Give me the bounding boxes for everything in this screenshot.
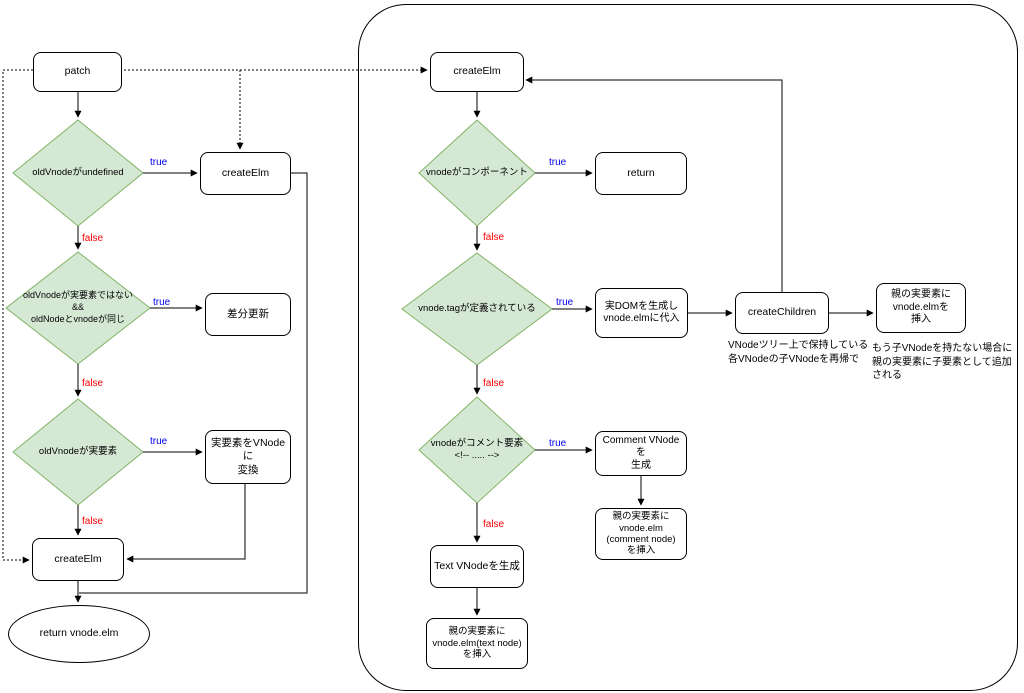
diff-update-node: 差分更新: [205, 293, 291, 336]
false-label: false: [82, 378, 104, 389]
false-label: false: [483, 519, 505, 530]
create-children-node: createChildren: [735, 292, 829, 334]
arrow-tovnode-to-createelm: [126, 484, 246, 563]
to-vnode-label: 実要素をVNodeに 変換: [210, 437, 286, 476]
cond-vnode-comment-text: vnodeがコメント要素 <!-- ..... -->: [430, 437, 524, 461]
return-vnode-elm-ellipse: return vnode.elm: [8, 605, 150, 663]
false-label: false: [483, 378, 505, 389]
cond-oldvnode-same-text: oldVnodeが実要素ではない && oldNodeとvnodeが同じ: [22, 290, 134, 324]
make-dom-label: 実DOMを生成し vnode.elmに代入: [603, 300, 680, 325]
true-label: true: [549, 157, 567, 168]
return-box-label: return: [627, 166, 655, 179]
createelm-right-node: createElm: [430, 52, 524, 92]
patch-node: patch: [33, 52, 122, 92]
createelm-top-left-node: createElm: [200, 152, 291, 195]
true-label: true: [150, 157, 168, 168]
true-label: true: [549, 438, 567, 449]
createelm-flow-container: [358, 4, 1018, 691]
line-createelm-return-path: [79, 172, 308, 594]
cond-vnode-tag-text: vnode.tagが定義されている: [418, 302, 536, 314]
true-label: true: [153, 297, 171, 308]
false-label: false: [483, 232, 505, 243]
to-vnode-node: 実要素をVNodeに 変換: [205, 430, 291, 484]
cond-oldvnode-undefined-text: oldVnodeがundefined: [32, 166, 124, 178]
createelm-bottom-left-label: createElm: [54, 552, 102, 565]
insert-comment-node: 親の実要素に vnode.elm (comment node) を挿入: [595, 508, 687, 560]
insert-elm-note: もう子VNodeを持たない場合に 親の実要素に子要素として追加 される: [872, 343, 1013, 381]
make-comment-label: Comment VNodeを 生成: [602, 434, 680, 471]
insert-elm-node: 親の実要素に vnode.elmを 挿入: [876, 283, 966, 333]
make-dom-node: 実DOMを生成し vnode.elmに代入: [595, 288, 688, 338]
return-vnode-elm-label: return vnode.elm: [39, 627, 119, 640]
true-label: true: [556, 297, 574, 308]
cond-vnode-component-text: vnodeがコンポーネント: [426, 166, 528, 178]
insert-elm-label: 親の実要素に vnode.elmを 挿入: [891, 289, 951, 326]
insert-comment-label: 親の実要素に vnode.elm (comment node) を挿入: [606, 511, 676, 557]
make-text-label: Text VNodeを生成: [434, 559, 520, 572]
create-children-label: createChildren: [747, 306, 817, 319]
diff-update-label: 差分更新: [227, 307, 269, 320]
create-children-note: VNodeツリー上で保持している 各VNodeの子VNodeを再帰で: [728, 340, 869, 365]
createelm-right-label: createElm: [453, 65, 501, 78]
false-label: false: [82, 516, 104, 527]
createelm-top-left-label: createElm: [221, 166, 270, 179]
make-comment-node: Comment VNodeを 生成: [595, 431, 687, 476]
return-box: return: [595, 152, 687, 195]
make-text-node: Text VNodeを生成: [430, 545, 524, 588]
false-label: false: [82, 233, 104, 244]
insert-text-node: 親の実要素に vnode.elm(text node) を挿入: [426, 618, 528, 669]
createelm-bottom-left-node: createElm: [32, 538, 124, 581]
cond-oldvnode-real-text: oldVnodeが実要素: [38, 445, 118, 457]
insert-text-label: 親の実要素に vnode.elm(text node) を挿入: [432, 625, 522, 661]
patch-label: patch: [64, 65, 91, 78]
true-label: true: [150, 436, 168, 447]
